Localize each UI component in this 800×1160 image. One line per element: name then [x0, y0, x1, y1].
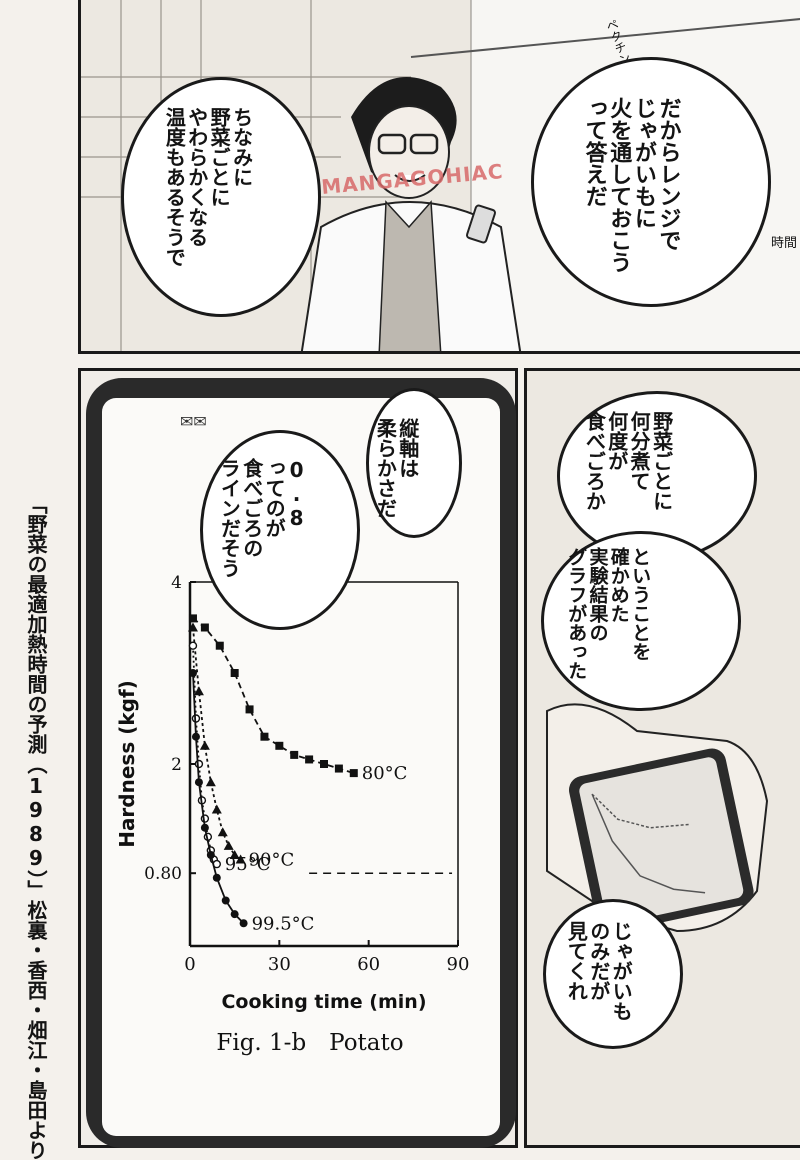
series-label: 80°C — [362, 763, 408, 784]
bubble-left-text: ちなみに 野菜ごとに やわらかくなる 温度もあるそうで — [162, 107, 254, 267]
data-point — [212, 873, 221, 882]
x-axis-label: Cooking time (min) — [221, 991, 426, 1013]
speech-bubble-phone-2 — [200, 430, 360, 630]
x-tick-label: 90 — [447, 954, 470, 975]
y-axis-label: Hardness (kgf) — [115, 680, 139, 848]
top-panel: ペクチン硬化を テクニック 時間 MANGAGOHIAC だからレンジで じゃが… — [78, 0, 800, 354]
data-point — [235, 854, 246, 864]
hand-holding-phone — [546, 703, 769, 934]
data-point — [221, 896, 230, 905]
phone-bubble-1-text: 縦軸は 柔らかさだ — [373, 418, 420, 518]
data-point — [191, 732, 200, 741]
data-point — [194, 759, 204, 769]
right-bubble-3-text: じゃがいも のみだが 見てくれ — [564, 921, 634, 1021]
data-point — [188, 669, 197, 677]
speech-bubble-left — [121, 77, 321, 317]
data-point — [206, 851, 215, 859]
y-tick-label: 4 — [171, 573, 182, 593]
mail-icon: ✉✉ — [180, 412, 207, 431]
data-point — [211, 804, 222, 814]
data-point — [215, 641, 224, 650]
data-point — [205, 777, 216, 787]
y-tick-label: 0.80 — [144, 864, 182, 884]
data-point — [200, 623, 209, 632]
data-point — [200, 823, 209, 832]
hardness-chart: 0 30 60 90 4 2 0.80 80°C 90°C95°C 99.5°C Hardness … — [115, 573, 470, 1056]
series-line — [192, 627, 242, 861]
data-point — [349, 769, 358, 778]
speech-bubble-right-3 — [543, 899, 683, 1049]
x-tick-label: 0 — [184, 954, 195, 975]
data-point — [320, 760, 328, 768]
series-line — [192, 672, 245, 924]
bottom-right-panel: 野菜ごとに 何分煮て 何度が 食べごろか ということを 確かめた 実験結果の グ… — [524, 368, 800, 1148]
data-point — [275, 741, 284, 750]
chart-caption: Fig. 1-b Potato — [216, 1030, 403, 1056]
bubble-right-text: だからレンジで じゃがいもに 火を通しておこう って答えだ — [581, 97, 681, 273]
data-point — [193, 686, 204, 696]
speech-bubble-right-2 — [541, 531, 741, 711]
data-point — [334, 764, 343, 773]
data-point — [199, 740, 210, 750]
series-label: 99.5°C — [252, 913, 315, 934]
x-tick-label: 30 — [268, 954, 291, 975]
source-credit: 「野菜の最適加熱時間の予測（1989）」松裏・香西・畑江・島田より — [24, 494, 48, 1160]
series-label: 90°C — [249, 850, 295, 871]
y-tick-label: 2 — [171, 755, 182, 775]
data-point — [230, 669, 239, 677]
right-bubble-2-text: ということを 確かめた 実験結果の グラフがあった — [565, 547, 652, 680]
data-point — [305, 755, 314, 764]
data-point — [188, 614, 197, 623]
whiteboard-side-note: 時間 — [771, 236, 798, 251]
data-point — [245, 705, 254, 714]
speech-bubble-phone-1 — [366, 388, 462, 538]
data-point — [229, 850, 240, 859]
data-point — [230, 910, 239, 919]
right-bubble-1-text: 野菜ごとに 何分煮て 何度が 食べごろか — [582, 411, 674, 511]
x-tick-label: 60 — [357, 954, 380, 975]
speech-bubble-right — [531, 57, 771, 307]
data-point — [187, 622, 198, 632]
scientist-character — [300, 77, 522, 351]
data-point — [194, 778, 203, 787]
data-point — [239, 919, 248, 928]
data-point — [290, 750, 299, 759]
data-point — [260, 732, 269, 741]
data-point — [188, 641, 198, 650]
data-point — [223, 840, 234, 850]
data-point — [217, 827, 228, 837]
series-label: 95°C — [225, 854, 271, 875]
series-line — [192, 617, 355, 774]
phone-bubble-2-text: 0.8 ってのが 食べごろの ラインだそう — [217, 458, 309, 578]
